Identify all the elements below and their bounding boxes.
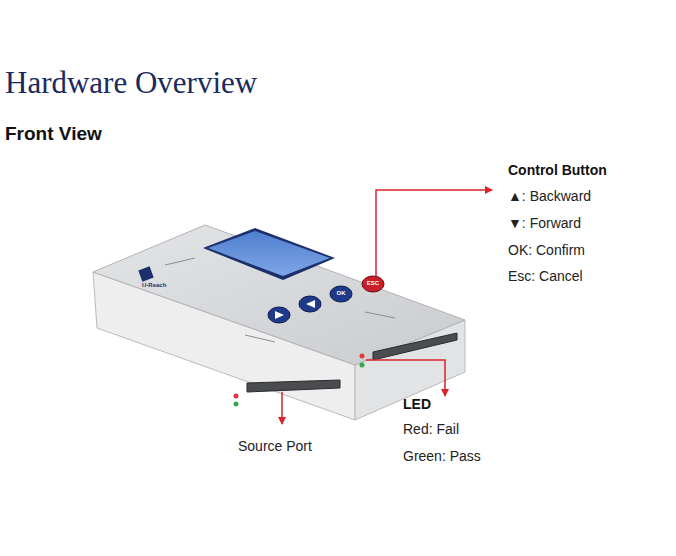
callout-item: ▼: Forward — [508, 215, 581, 232]
callout-item: Esc: Cancel — [508, 268, 583, 285]
lcd-screen — [208, 231, 330, 276]
green-led — [360, 363, 365, 368]
button-label: ESC — [367, 280, 379, 287]
leader-line — [376, 190, 492, 276]
callout-heading: LED — [403, 396, 431, 413]
panel-marking — [365, 312, 395, 318]
callout-item: OK: Confirm — [508, 242, 585, 259]
lcd-bezel — [203, 228, 335, 280]
esc-button — [362, 276, 384, 292]
logo-mark — [138, 266, 153, 281]
housing-top-face — [93, 225, 465, 365]
button-label: OK — [337, 290, 346, 297]
panel-marking — [165, 258, 195, 265]
callout-item: Red: Fail — [403, 421, 459, 438]
green-led — [234, 402, 239, 407]
brand-logo-text: U-Reach — [142, 282, 166, 289]
page-title: Hardware Overview — [5, 64, 257, 101]
backward-button — [268, 307, 290, 323]
red-led — [360, 354, 365, 359]
callout-item: ▲: Backward — [508, 188, 591, 205]
target-port-slot — [373, 333, 457, 360]
callout-item: Green: Pass — [403, 448, 481, 465]
leader-line — [366, 360, 445, 396]
ok-button — [330, 286, 352, 302]
section-heading: Front View — [5, 123, 102, 146]
button-icon — [306, 300, 315, 308]
button-icon — [275, 311, 284, 319]
leader-line — [281, 392, 283, 424]
forward-button — [299, 296, 321, 312]
callout-heading: Control Button — [508, 162, 607, 179]
red-led — [234, 394, 239, 399]
source-port-slot — [247, 380, 340, 392]
callout-label: Source Port — [238, 438, 312, 455]
panel-marking — [245, 335, 275, 342]
